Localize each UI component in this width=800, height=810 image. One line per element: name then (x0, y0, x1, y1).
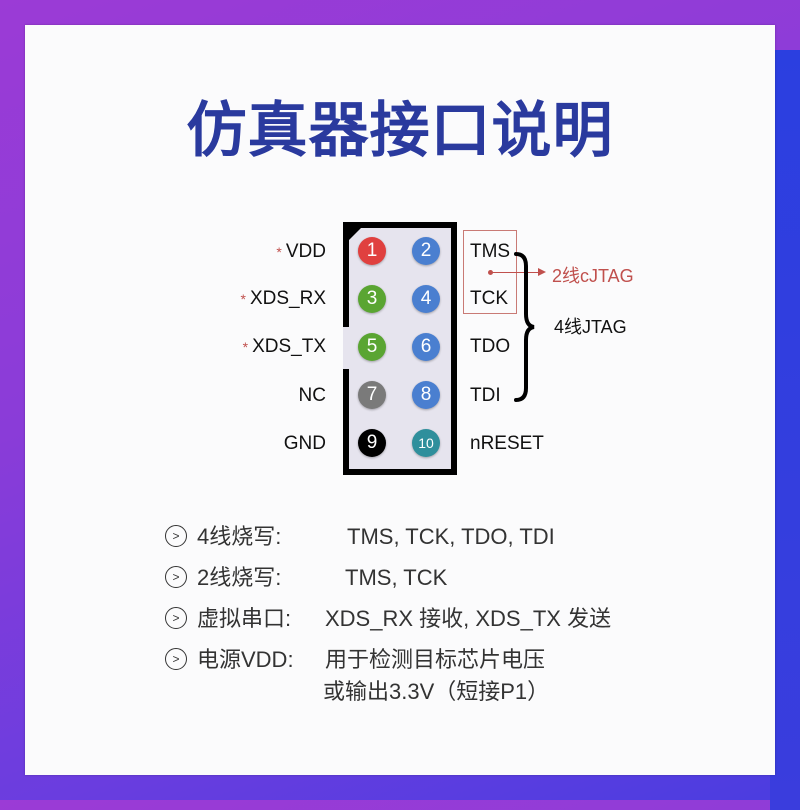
pin1-chamfer-marker (349, 228, 361, 240)
pin-5: 5 (358, 333, 386, 361)
pin-6: 6 (412, 333, 440, 361)
list-item: >2线烧写:TMS, TCK (165, 564, 447, 592)
label-nreset: nRESET (470, 433, 544, 454)
pin-10: 10 (412, 429, 440, 457)
pin-2: 2 (412, 237, 440, 265)
list-item-continuation: 或输出3.3V（短接P1） (323, 679, 550, 704)
curly-brace-icon (514, 252, 535, 402)
required-star: * (242, 339, 249, 355)
list-item: >电源VDD:用于检测目标芯片电压 (165, 646, 545, 674)
arrow-circle-icon: > (165, 648, 187, 671)
pin-1: 1 (358, 237, 386, 265)
arrow-right-icon (538, 268, 546, 276)
label-gnd: GND (283, 433, 326, 454)
cjtag-arrow-line (490, 272, 538, 273)
label-vdd: *VDD (276, 241, 326, 262)
label-tck: TCK (470, 288, 508, 309)
list-item: >虚拟串口:XDS_RX 接收, XDS_TX 发送 (165, 605, 611, 633)
label-tdi: TDI (470, 385, 501, 406)
label-tdo: TDO (470, 336, 511, 357)
pin-4: 4 (412, 285, 440, 313)
jtag-label: 4线JTAG (554, 317, 627, 337)
background-accent (770, 50, 800, 810)
arrow-circle-icon: > (165, 566, 187, 589)
list-item: >4线烧写:TMS, TCK, TDO, TDI (165, 523, 555, 551)
label-tms: TMS (470, 241, 511, 262)
pin-7: 7 (358, 381, 386, 409)
label-nc: NC (298, 385, 326, 406)
arrow-circle-icon: > (165, 607, 187, 630)
required-star: * (240, 291, 246, 307)
required-star: * (276, 244, 282, 260)
pin-9: 9 (358, 429, 386, 457)
label-xds-rx: *XDS_RX (240, 288, 326, 309)
connector-key-notch (343, 327, 349, 369)
label-xds-tx: *XDS_TX (242, 336, 326, 357)
page-title: 仿真器接口说明 (186, 96, 614, 166)
pin-3: 3 (358, 285, 386, 313)
cjtag-label: 2线cJTAG (552, 266, 634, 286)
pin-8: 8 (412, 381, 440, 409)
arrow-circle-icon: > (165, 525, 187, 548)
